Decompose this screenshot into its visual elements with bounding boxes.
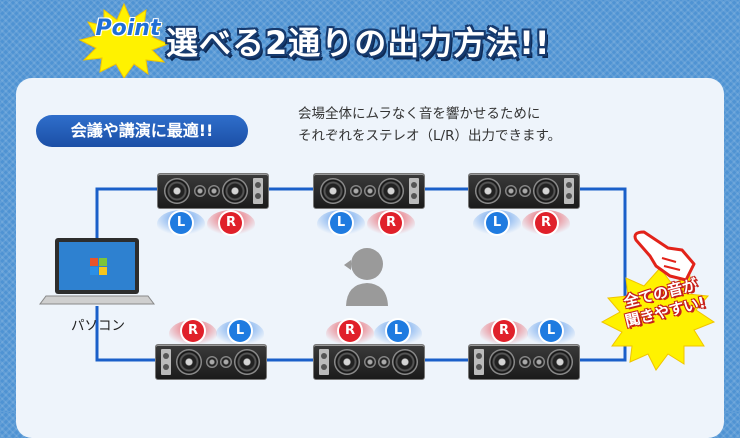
section-pill: 会議や講演に最適!! bbox=[36, 115, 248, 147]
point-badge-label: Point bbox=[95, 16, 161, 41]
woofer bbox=[489, 349, 515, 375]
woofer bbox=[176, 349, 202, 375]
tweeter bbox=[519, 185, 531, 197]
description-line-1: 会場全体にムラなく音を響かせるために bbox=[298, 106, 541, 122]
computer-label: パソコン bbox=[71, 318, 125, 334]
tweeter bbox=[350, 185, 362, 197]
speaker-terminal bbox=[409, 178, 419, 204]
speaker-terminal bbox=[564, 178, 574, 204]
tweeter bbox=[194, 185, 206, 197]
woofer bbox=[533, 178, 559, 204]
woofer bbox=[378, 178, 404, 204]
page-title: 選べる2通りの出力方法!! bbox=[166, 24, 551, 62]
channel-badge-left: L bbox=[387, 320, 409, 342]
channel-badge-right: R bbox=[380, 212, 402, 234]
speaker-top-1 bbox=[157, 173, 269, 209]
channel-badge-right: R bbox=[535, 212, 557, 234]
speaker-top-3 bbox=[468, 173, 580, 209]
speaker-bottom-1 bbox=[155, 344, 267, 380]
channel-badge-left: L bbox=[486, 212, 508, 234]
channel-badge-right: R bbox=[220, 212, 242, 234]
tweeter bbox=[378, 356, 390, 368]
speaker-terminal bbox=[253, 178, 263, 204]
woofer bbox=[334, 349, 360, 375]
laptop-icon bbox=[39, 238, 155, 305]
speaker-top-2 bbox=[313, 173, 425, 209]
tweeter bbox=[208, 185, 220, 197]
top-row-glows bbox=[157, 210, 570, 238]
woofer bbox=[475, 178, 501, 204]
speaker-terminal bbox=[474, 349, 484, 375]
tweeter bbox=[364, 356, 376, 368]
tweeter bbox=[364, 185, 376, 197]
woofer bbox=[547, 349, 573, 375]
channel-badge-left: L bbox=[330, 212, 352, 234]
woofer bbox=[164, 178, 190, 204]
tweeter bbox=[206, 356, 218, 368]
channel-badge-right: R bbox=[182, 320, 204, 342]
tweeter bbox=[533, 356, 545, 368]
speaker-bottom-2 bbox=[313, 344, 425, 380]
callout-starburst bbox=[600, 267, 716, 371]
speaker-terminal bbox=[161, 349, 171, 375]
channel-badge-left: L bbox=[540, 320, 562, 342]
tweeter bbox=[220, 356, 232, 368]
woofer bbox=[392, 349, 418, 375]
section-description: 会場全体にムラなく音を響かせるために それぞれをステレオ（L/R）出力できます。 bbox=[298, 103, 658, 147]
woofer bbox=[222, 178, 248, 204]
cable-path bbox=[95, 187, 627, 362]
channel-badge-right: R bbox=[339, 320, 361, 342]
woofer bbox=[320, 178, 346, 204]
speaker-terminal bbox=[319, 349, 329, 375]
speaker-bottom-3 bbox=[468, 344, 580, 380]
channel-badge-right: R bbox=[493, 320, 515, 342]
woofer bbox=[234, 349, 260, 375]
pointing-hand-icon bbox=[633, 230, 696, 282]
tweeter bbox=[505, 185, 517, 197]
tweeter bbox=[519, 356, 531, 368]
description-line-2: それぞれをステレオ（L/R）出力できます。 bbox=[298, 128, 562, 144]
channel-badge-left: L bbox=[229, 320, 251, 342]
channel-badge-left: L bbox=[170, 212, 192, 234]
listener-icon bbox=[344, 248, 388, 306]
